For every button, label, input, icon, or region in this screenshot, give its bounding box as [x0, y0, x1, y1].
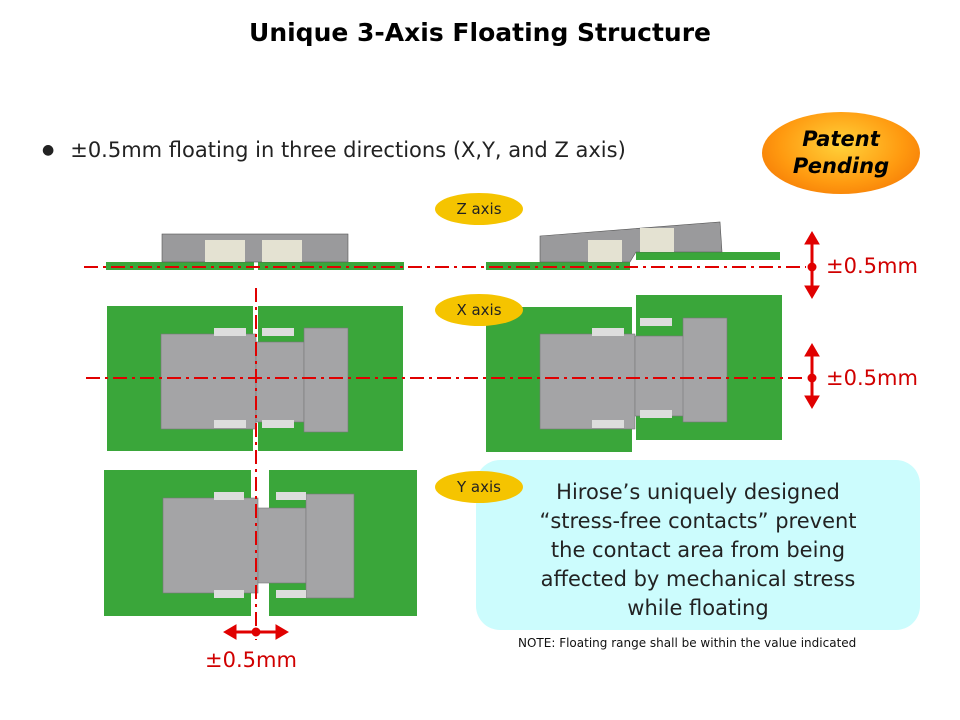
bullet-icon: ●	[42, 142, 55, 158]
x-right-view	[486, 295, 782, 452]
center-lines	[84, 266, 806, 640]
bullet-item: ● ±0.5mm floating in three directions (X,…	[42, 138, 626, 162]
y-axis-label: Y axis	[435, 471, 523, 503]
footnote: NOTE: Floating range shall be within the…	[518, 636, 857, 650]
x-range-label: ±0.5mm	[826, 366, 918, 390]
y-range-label: ±0.5mm	[205, 648, 297, 672]
z-left-view	[106, 233, 404, 270]
patent-line2: Pending	[792, 154, 890, 178]
slide-title: Unique 3-Axis Floating Structure	[249, 18, 711, 47]
callout-line: “stress-free contacts” prevent	[539, 509, 857, 533]
z-range-label: ±0.5mm	[826, 254, 918, 278]
callout-line: while floating	[627, 596, 769, 620]
patent-line1: Patent	[802, 127, 880, 151]
callout-line: affected by mechanical stress	[540, 567, 856, 591]
x-axis-label: X axis	[435, 294, 523, 326]
stress-free-callout: Hirose’s uniquely designed “stress-free …	[476, 460, 920, 630]
z-right-view	[486, 221, 780, 270]
bullet-text: ±0.5mm floating in three directions (X,Y…	[70, 138, 626, 162]
callout-line: the contact area from being	[550, 538, 846, 562]
callout-line: Hirose’s uniquely designed	[556, 480, 840, 504]
y-view	[104, 470, 417, 616]
z-axis-label: Z axis	[435, 193, 523, 225]
range-arrows	[223, 231, 820, 640]
